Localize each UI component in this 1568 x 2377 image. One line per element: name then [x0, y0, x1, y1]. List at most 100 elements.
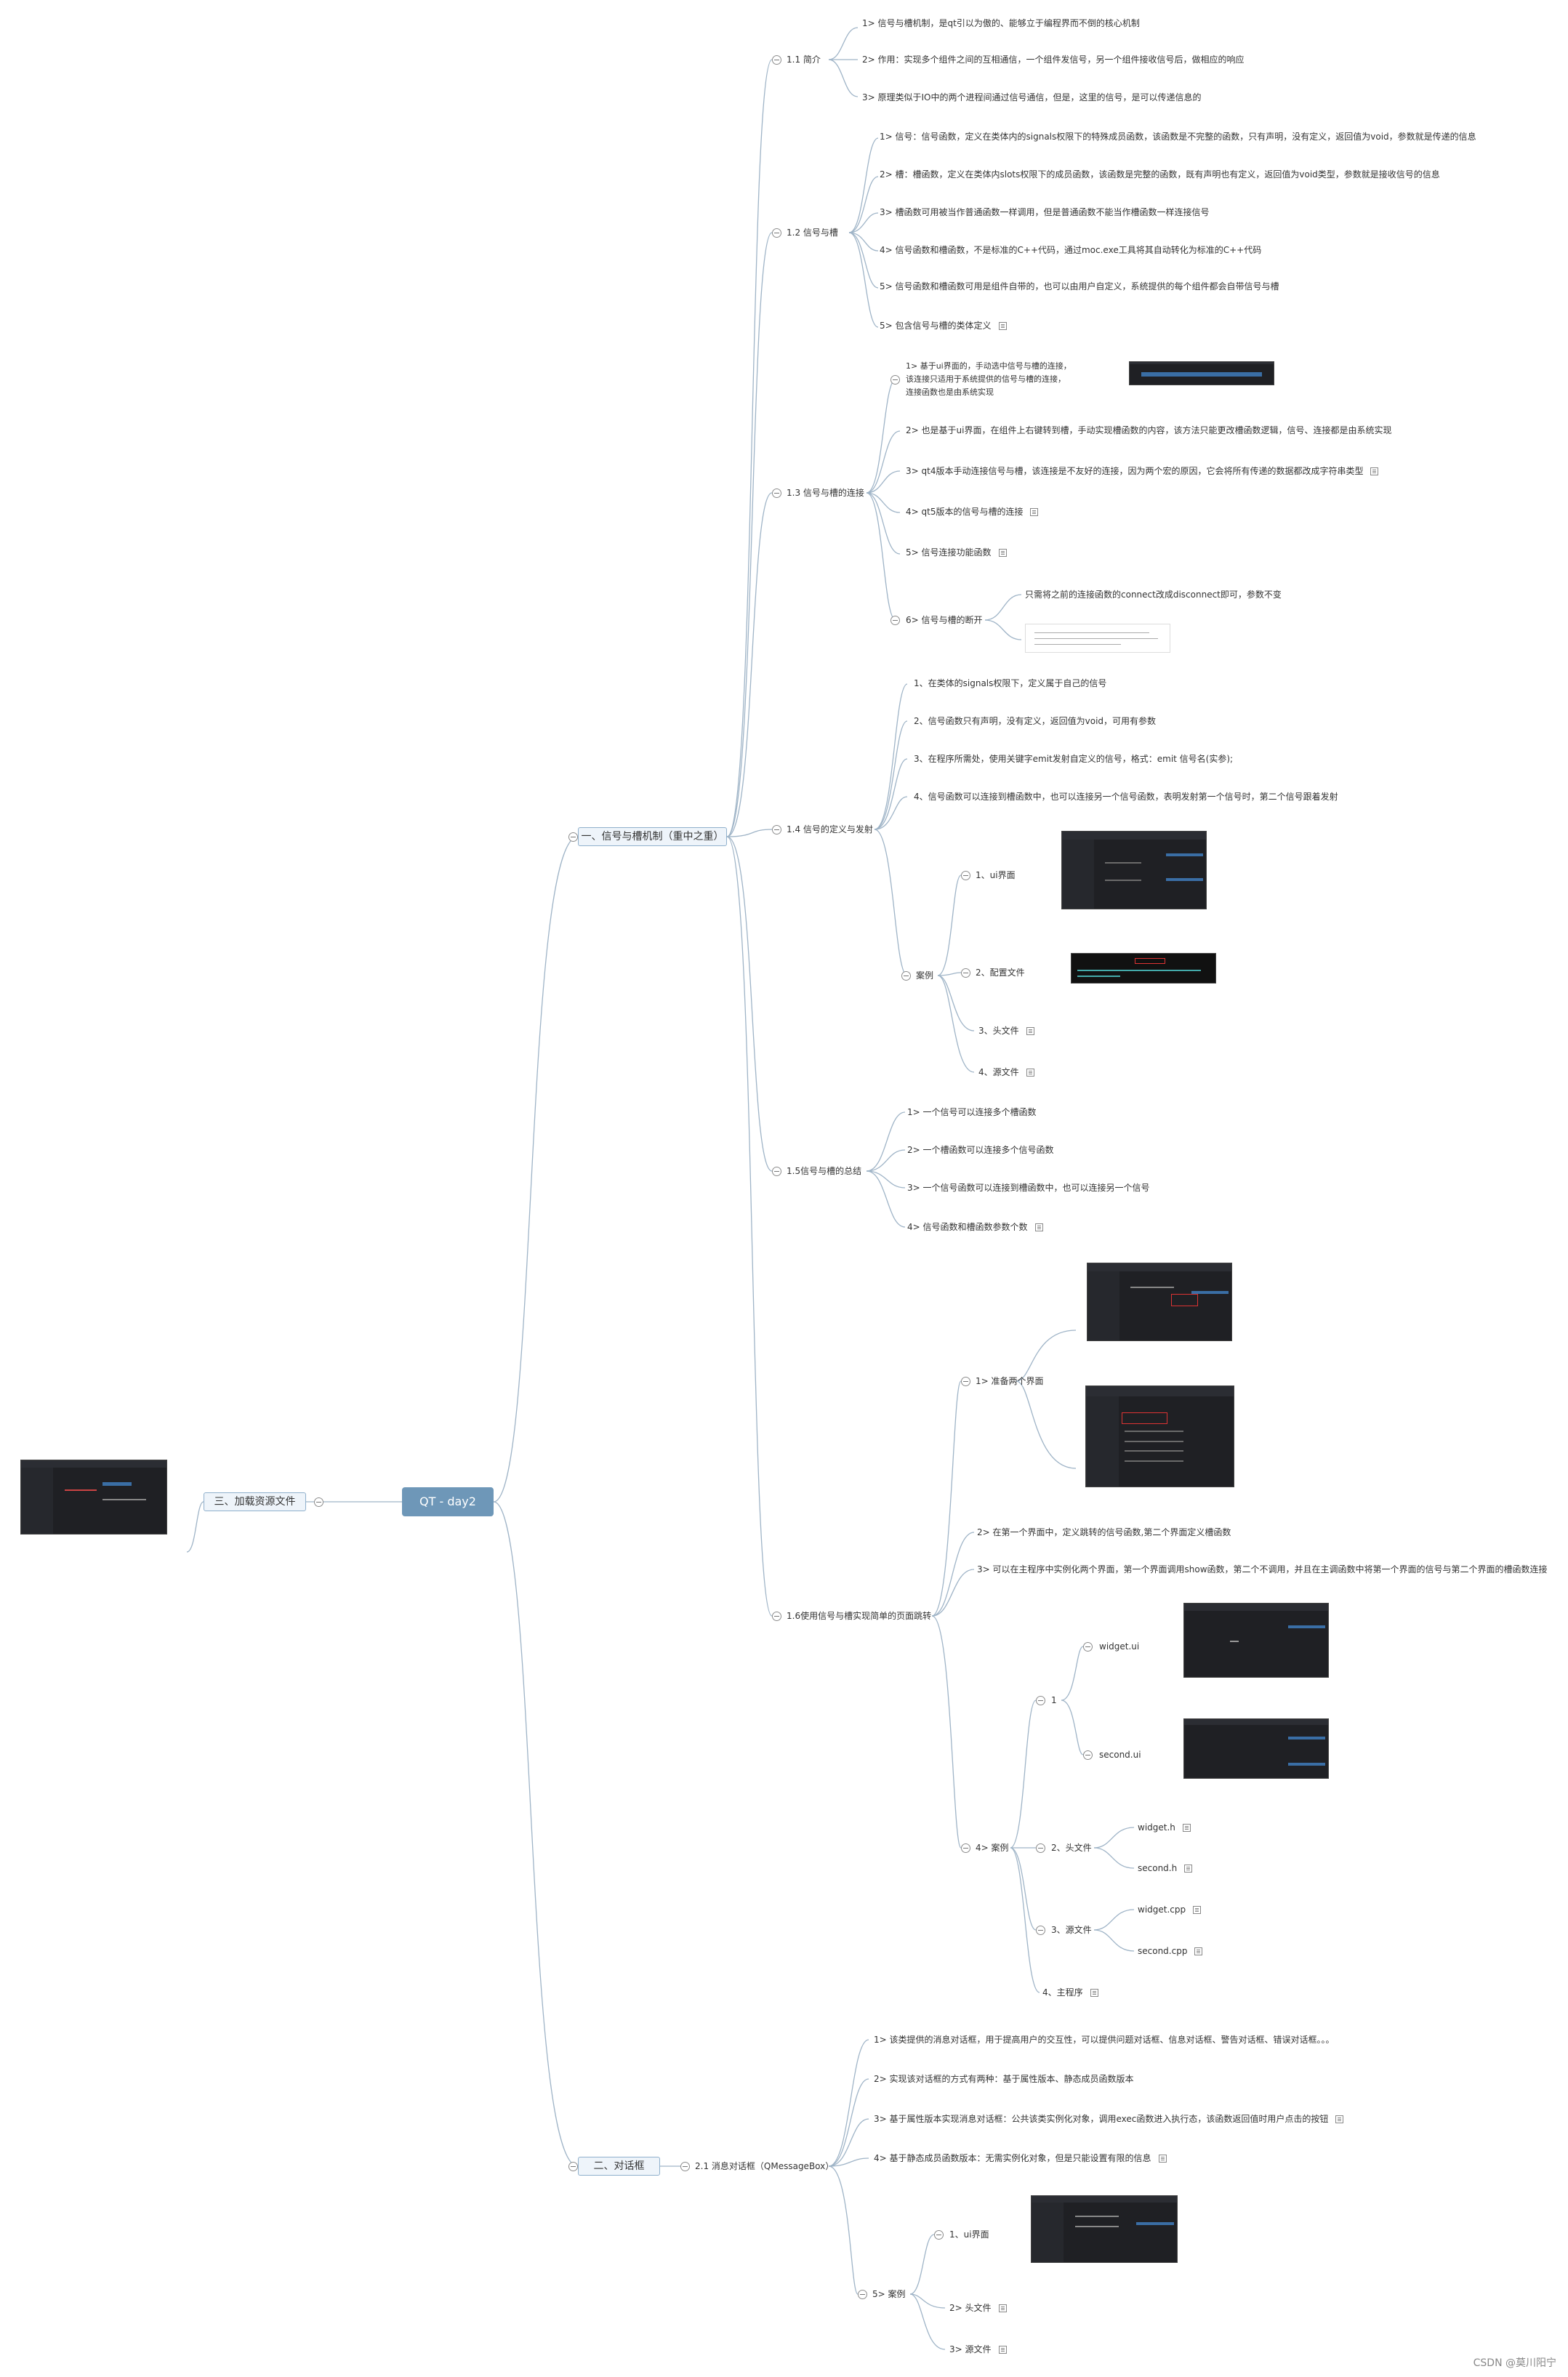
collapse-toggle-icon[interactable]	[961, 1843, 970, 1853]
emit-case-ui[interactable]: 1、ui界面	[976, 870, 1016, 880]
subtopic-message-box[interactable]: 2.1 消息对话框（QMessageBox）	[695, 2161, 835, 2171]
emit-case-config[interactable]: 2、配置文件	[976, 968, 1025, 978]
note-icon[interactable]	[1158, 2155, 1167, 2163]
note-icon[interactable]	[1335, 2115, 1344, 2123]
jump-item-1[interactable]: 1> 准备两个界面	[976, 1376, 1044, 1386]
collapse-toggle-icon[interactable]	[890, 375, 900, 385]
note-icon[interactable]	[1194, 1947, 1203, 1955]
jump-case-main[interactable]: 4、主程序	[1042, 1987, 1098, 1998]
screenshot-thumbnail[interactable]	[1087, 1263, 1232, 1341]
screenshot-thumbnail[interactable]	[1071, 953, 1216, 984]
note-icon[interactable]	[1030, 508, 1039, 516]
msgbox-case-header[interactable]: 2> 头文件	[949, 2302, 1007, 2314]
screenshot-thumbnail[interactable]	[1129, 361, 1274, 385]
jump-case-1[interactable]: 1	[1051, 1695, 1057, 1705]
widget-ui-node[interactable]: widget.ui	[1099, 1641, 1140, 1652]
intro-item-1[interactable]: 1> 信号与槽机制，是qt引以为傲的、能够立于编程界而不倒的核心机制	[862, 18, 1140, 28]
summary-item-2[interactable]: 2> 一个槽函数可以连接多个信号函数	[907, 1145, 1054, 1155]
note-icon[interactable]	[1182, 1824, 1191, 1832]
note-icon[interactable]	[1370, 467, 1379, 475]
collapse-toggle-icon[interactable]	[858, 2290, 867, 2299]
collapse-toggle-icon[interactable]	[1083, 1750, 1093, 1760]
screenshot-thumbnail[interactable]	[1085, 1385, 1234, 1487]
collapse-toggle-icon[interactable]	[772, 1612, 781, 1621]
collapse-toggle-icon[interactable]	[961, 1377, 970, 1386]
collapse-toggle-icon[interactable]	[680, 2162, 690, 2171]
subtopic-summary[interactable]: 1.5信号与槽的总结	[787, 1166, 862, 1176]
msgbox-item-2[interactable]: 2> 实现该对话框的方式有两种：基于属性版本、静态成员函数版本	[874, 2074, 1134, 2084]
note-icon[interactable]	[998, 549, 1007, 557]
connect-item-2[interactable]: 2> 也是基于ui界面，在组件上右键转到槽，手动实现槽函数的内容，该方法只能更改…	[906, 425, 1392, 435]
msgbox-item-4[interactable]: 4> 基于静态成员函数版本：无需实例化对象，但是只能设置有限的信息	[874, 2152, 1167, 2164]
screenshot-thumbnail[interactable]	[1183, 1718, 1329, 1779]
note-icon[interactable]	[1184, 1865, 1193, 1873]
summary-item-4[interactable]: 4> 信号函数和槽函数参数个数	[907, 1221, 1043, 1233]
jump-case-source[interactable]: 3、源文件	[1051, 1925, 1092, 1935]
topic-signal-slot[interactable]: 一、信号与槽机制（重中之重）	[578, 827, 727, 846]
intro-item-3[interactable]: 3> 原理类似于IO中的两个进程间通过信号通信，但是，这里的信号，是可以传递信息…	[862, 92, 1202, 102]
collapse-toggle-icon[interactable]	[314, 1497, 323, 1507]
subtopic-connect[interactable]: 1.3 信号与槽的连接	[787, 488, 864, 498]
jump-item-4[interactable]: 4> 案例	[976, 1843, 1009, 1853]
screenshot-thumbnail[interactable]	[1031, 2195, 1178, 2263]
note-icon[interactable]	[998, 322, 1007, 330]
collapse-toggle-icon[interactable]	[890, 616, 900, 625]
note-icon[interactable]	[1026, 1069, 1034, 1077]
collapse-toggle-icon[interactable]	[568, 2162, 578, 2171]
collapse-toggle-icon[interactable]	[772, 488, 781, 498]
topic-resources[interactable]: 三、加载资源文件	[204, 1492, 306, 1511]
note-icon[interactable]	[1026, 1027, 1034, 1035]
second-h-node[interactable]: second.h	[1138, 1862, 1193, 1874]
collapse-toggle-icon[interactable]	[568, 832, 578, 842]
note-icon[interactable]	[998, 2346, 1007, 2354]
second-ui-node[interactable]: second.ui	[1099, 1750, 1141, 1760]
subtopic-page-jump[interactable]: 1.6使用信号与槽实现简单的页面跳转	[787, 1611, 932, 1621]
collapse-toggle-icon[interactable]	[1036, 1696, 1045, 1705]
collapse-toggle-icon[interactable]	[772, 825, 781, 834]
collapse-toggle-icon[interactable]	[1083, 1642, 1093, 1652]
jump-item-2[interactable]: 2> 在第一个界面中，定义跳转的信号函数,第二个界面定义槽函数	[977, 1527, 1231, 1537]
collapse-toggle-icon[interactable]	[772, 55, 781, 65]
collapse-toggle-icon[interactable]	[901, 971, 911, 981]
second-cpp-node[interactable]: second.cpp	[1138, 1945, 1203, 1957]
subtopic-emit[interactable]: 1.4 信号的定义与发射	[787, 824, 873, 834]
connect-item-1-line-1[interactable]: 1> 基于ui界面的，手动选中信号与槽的连接，	[906, 361, 1072, 371]
screenshot-thumbnail[interactable]	[1061, 831, 1207, 909]
connect-item-4[interactable]: 4> qt5版本的信号与槽的连接	[906, 506, 1039, 518]
collapse-toggle-icon[interactable]	[772, 228, 781, 238]
screenshot-thumbnail[interactable]	[20, 1460, 167, 1535]
summary-item-3[interactable]: 3> 一个信号函数可以连接到槽函数中，也可以连接另一个信号	[907, 1183, 1150, 1193]
topic-dialog[interactable]: 二、对话框	[578, 2157, 660, 2176]
emit-case-header[interactable]: 3、头文件	[978, 1025, 1034, 1037]
code-snippet-image[interactable]	[1025, 624, 1170, 653]
signals-slots-item-5[interactable]: 5> 信号函数和槽函数可用是组件自带的，也可以由用户自定义，系统提供的每个组件都…	[880, 281, 1279, 291]
msgbox-case-ui[interactable]: 1、ui界面	[949, 2229, 989, 2240]
collapse-toggle-icon[interactable]	[1036, 1926, 1045, 1935]
emit-item-3[interactable]: 3、在程序所需处，使用关键字emit发射自定义的信号，格式：emit 信号名(实…	[914, 754, 1234, 764]
emit-item-2[interactable]: 2、信号函数只有声明，没有定义，返回值为void，可用有参数	[914, 716, 1157, 726]
emit-item-4[interactable]: 4、信号函数可以连接到槽函数中，也可以连接另一个信号函数，表明发射第一个信号时，…	[914, 792, 1338, 802]
subtopic-signals-slots[interactable]: 1.2 信号与槽	[787, 228, 838, 238]
note-icon[interactable]	[1193, 1906, 1202, 1914]
msgbox-item-5[interactable]: 5> 案例	[872, 2289, 906, 2299]
note-icon[interactable]	[1090, 1989, 1098, 1997]
collapse-toggle-icon[interactable]	[961, 968, 970, 978]
screenshot-thumbnail[interactable]	[1183, 1603, 1329, 1678]
connect-item-6[interactable]: 6> 信号与槽的断开	[906, 615, 983, 625]
emit-item-1[interactable]: 1、在类体的signals权限下，定义属于自己的信号	[914, 678, 1107, 688]
widget-h-node[interactable]: widget.h	[1138, 1822, 1191, 1833]
msgbox-item-3[interactable]: 3> 基于属性版本实现消息对话框：公共该类实例化对象，调用exec函数进入执行态…	[874, 2113, 1344, 2125]
collapse-toggle-icon[interactable]	[772, 1167, 781, 1176]
jump-case-header[interactable]: 2、头文件	[1051, 1843, 1092, 1853]
connect-item-5[interactable]: 5> 信号连接功能函数	[906, 547, 1007, 558]
subtopic-intro[interactable]: 1.1 简介	[787, 55, 821, 65]
signals-slots-item-4[interactable]: 4> 信号函数和槽函数，不是标准的C++代码，通过moc.exe工具将其自动转化…	[880, 245, 1262, 255]
collapse-toggle-icon[interactable]	[961, 871, 970, 880]
msgbox-item-1[interactable]: 1> 该类提供的消息对话框，用于提高用户的交互性，可以提供问题对话框、信息对话框…	[874, 2035, 1335, 2045]
signals-slots-item-2[interactable]: 2> 槽：槽函数，定义在类体内slots权限下的成员函数，该函数是完整的函数，既…	[880, 169, 1440, 180]
widget-cpp-node[interactable]: widget.cpp	[1138, 1904, 1202, 1915]
collapse-toggle-icon[interactable]	[1036, 1843, 1045, 1853]
emit-case[interactable]: 案例	[916, 970, 934, 981]
jump-item-3[interactable]: 3> 可以在主程序中实例化两个界面，第一个界面调用show函数，第二个不调用，并…	[977, 1564, 1548, 1574]
msgbox-case-source[interactable]: 3> 源文件	[949, 2344, 1007, 2355]
